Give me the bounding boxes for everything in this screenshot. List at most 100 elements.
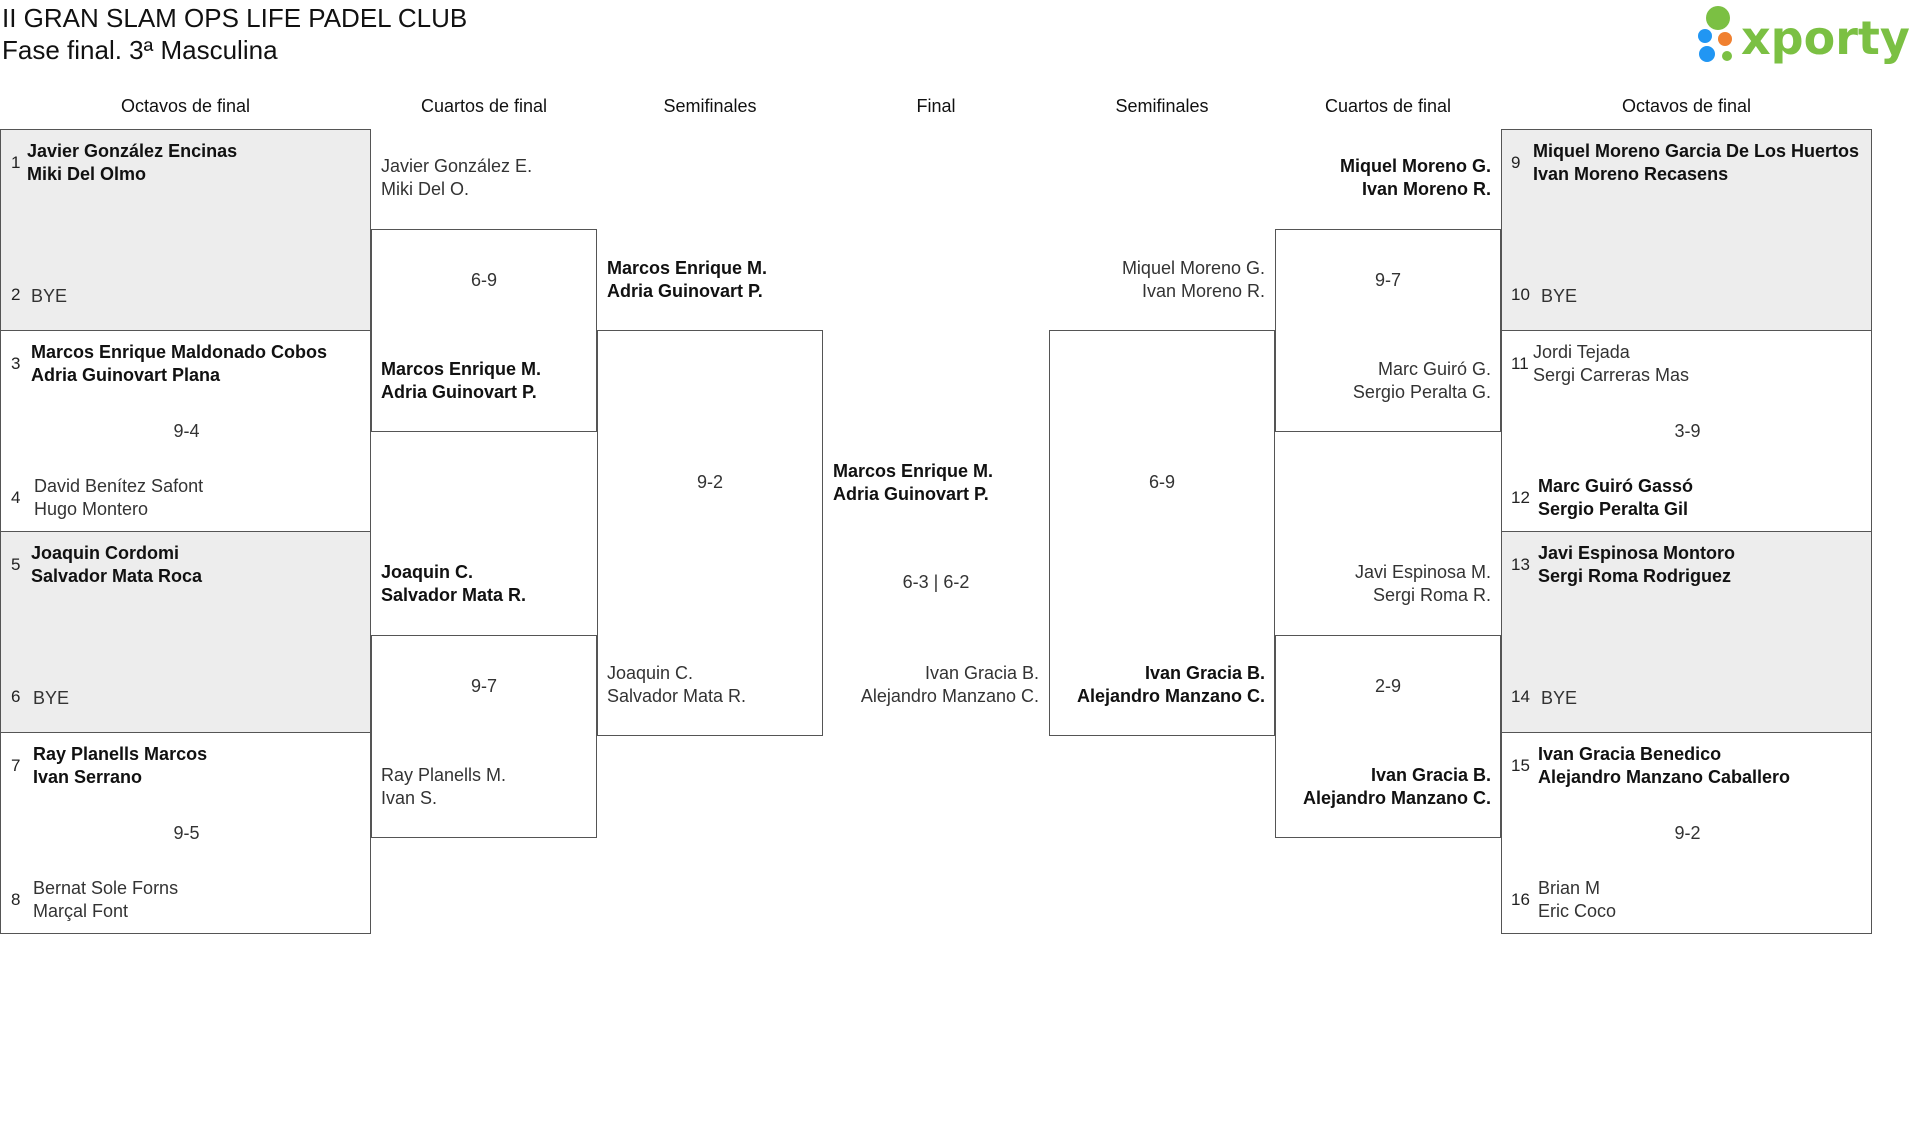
logo-text: xporty xyxy=(1741,11,1910,65)
team-entry: BYE xyxy=(1541,687,1577,710)
match-box-qf-right-1[interactable]: 9-7 xyxy=(1275,229,1501,432)
match-box-qf-right-2[interactable]: 2-9 xyxy=(1275,635,1501,838)
team-entry: Joaquin C. Salvador Mata R. xyxy=(381,561,526,607)
player-name: Jordi Tejada xyxy=(1533,342,1630,362)
player-name: Salvador Mata R. xyxy=(381,585,527,605)
page-title: II GRAN SLAM OPS LIFE PADEL CLUB xyxy=(2,3,468,33)
player-name: Ivan Gracia B. xyxy=(1370,765,1491,785)
seed-number: 14 xyxy=(1511,687,1530,706)
match-score: 3-9 xyxy=(1674,421,1701,441)
match-box-r16-left-1[interactable]: 1 Javier González Encinas Miki Del Olmo … xyxy=(0,129,371,331)
team-entry: Marcos Enrique M. Adria Guinovart P. xyxy=(833,460,993,506)
match-score: 6-9 xyxy=(470,270,497,290)
team-entry: Javi Espinosa Montoro Sergi Roma Rodrigu… xyxy=(1538,542,1872,588)
match-box-r16-right-3[interactable]: 13 Javi Espinosa Montoro Sergi Roma Rodr… xyxy=(1501,531,1872,733)
match-box-r16-right-1[interactable]: 9 Miquel Moreno Garcia De Los Huertos Iv… xyxy=(1501,129,1872,331)
player-name: Alejandro Manzano C. xyxy=(1302,788,1491,808)
seed-number: 6 xyxy=(11,687,21,706)
player-name: Javi Espinosa M. xyxy=(1354,562,1491,582)
seed-number: 11 xyxy=(1511,354,1529,373)
player-name: Ivan Gracia Benedico xyxy=(1538,744,1722,764)
match-box-sf-right[interactable]: 6-9 xyxy=(1049,330,1275,736)
seed-number: 2 xyxy=(11,285,21,304)
match-box-r16-left-2[interactable]: 3 Marcos Enrique Maldonado Cobos Adria G… xyxy=(0,330,371,532)
player-name: Sergio Peralta G. xyxy=(1352,382,1491,402)
team-entry: Javi Espinosa M. Sergi Roma R. xyxy=(1275,561,1491,607)
match-box-sf-left[interactable]: 9-2 xyxy=(597,330,823,736)
team-entry: Bernat Sole Forns Marçal Font xyxy=(33,877,178,923)
team-entry: Miquel Moreno Garcia De Los Huertos Ivan… xyxy=(1533,140,1871,186)
team-entry: Ray Planells M. Ivan S. xyxy=(381,764,506,810)
seed-number: 5 xyxy=(11,555,21,574)
team-entry: Ray Planells Marcos Ivan Serrano xyxy=(33,743,373,789)
seed-number: 3 xyxy=(11,354,21,373)
match-box-r16-right-2[interactable]: 11 Jordi Tejada Sergi Carreras Mas 3-9 1… xyxy=(1501,330,1872,532)
team-entry: Marc Guiró Gassó Sergio Peralta Gil xyxy=(1538,475,1693,521)
player-name: Ray Planells M. xyxy=(381,765,507,785)
match-score: 9-7 xyxy=(470,676,497,696)
player-name: Joaquin C. xyxy=(607,663,694,683)
player-name: Sergi Roma R. xyxy=(1372,585,1491,605)
team-entry: BYE xyxy=(1541,285,1577,308)
player-name: Alejandro Manzano C. xyxy=(860,686,1039,706)
match-box-qf-left-1[interactable]: 6-9 xyxy=(371,229,597,432)
seed-number: 1 xyxy=(11,153,21,172)
player-name: BYE xyxy=(31,286,68,306)
page-subtitle: Fase final. 3ª Masculina xyxy=(2,35,278,65)
player-name: Ivan S. xyxy=(381,788,438,808)
player-name: Sergio Peralta Gil xyxy=(1538,499,1689,519)
player-name: Sergi Carreras Mas xyxy=(1533,365,1690,385)
team-entry: Javier González E. Miki Del O. xyxy=(381,155,532,201)
match-score: 6-9 xyxy=(1148,472,1175,492)
match-box-r16-right-4[interactable]: 15 Ivan Gracia Benedico Alejandro Manzan… xyxy=(1501,732,1872,934)
seed-number: 8 xyxy=(11,890,21,909)
player-name: Miki Del Olmo xyxy=(27,164,147,184)
team-entry: Marcos Enrique Maldonado Cobos Adria Gui… xyxy=(31,341,371,387)
player-name: Ivan Gracia B. xyxy=(1144,663,1265,683)
match-box-r16-left-4[interactable]: 7 Ray Planells Marcos Ivan Serrano 9-5 8… xyxy=(0,732,371,934)
player-name: Alejandro Manzano Caballero xyxy=(1538,767,1791,787)
player-name: Javier González Encinas xyxy=(27,141,238,161)
seed-number: 4 xyxy=(11,488,21,507)
match-score: 9-4 xyxy=(173,421,200,441)
player-name: BYE xyxy=(1541,286,1578,306)
match-box-qf-left-2[interactable]: 9-7 xyxy=(371,635,597,838)
xporty-logo-icon: xporty xyxy=(1698,6,1910,65)
team-entry: Jordi Tejada Sergi Carreras Mas xyxy=(1533,341,1871,387)
player-name: Javi Espinosa Montoro xyxy=(1538,543,1736,563)
seed-number: 10 xyxy=(1511,285,1530,304)
player-name: Adria Guinovart Plana xyxy=(31,365,221,385)
player-name: Ivan Moreno R. xyxy=(1361,179,1491,199)
final-score: 6-3 | 6-2 xyxy=(902,572,970,592)
player-name: BYE xyxy=(1541,688,1578,708)
player-name: Marcos Enrique M. xyxy=(381,359,542,379)
player-name: Salvador Mata Roca xyxy=(31,566,203,586)
player-name: Marcos Enrique Maldonado Cobos xyxy=(31,342,328,362)
xporty-logo[interactable]: xporty xyxy=(1695,4,1920,70)
team-entry: Marcos Enrique M. Adria Guinovart P. xyxy=(381,358,541,404)
player-name: Ray Planells Marcos xyxy=(33,744,208,764)
seed-number: 7 xyxy=(11,756,21,775)
team-entry: David Benítez Safont Hugo Montero xyxy=(34,475,203,521)
seed-number: 9 xyxy=(1511,153,1521,172)
player-name: Eric Coco xyxy=(1538,901,1617,921)
team-entry: Miquel Moreno G. Ivan Moreno R. xyxy=(1275,155,1491,201)
player-name: Adria Guinovart P. xyxy=(381,382,537,402)
team-entry: BYE xyxy=(33,687,69,710)
player-name: Bernat Sole Forns xyxy=(33,878,179,898)
player-name: Miquel Moreno G. xyxy=(1121,258,1265,278)
match-score: 9-7 xyxy=(1374,270,1401,290)
player-name: Marc Guiró G. xyxy=(1377,359,1491,379)
col-head-left-qf: Cuartos de final xyxy=(420,96,548,116)
player-name: Salvador Mata R. xyxy=(607,686,747,706)
player-name: Joaquin Cordomi xyxy=(31,543,179,563)
team-entry: Marcos Enrique M. Adria Guinovart P. xyxy=(607,257,767,303)
player-name: Marc Guiró Gassó xyxy=(1538,476,1694,496)
match-box-r16-left-3[interactable]: 5 Joaquin Cordomi Salvador Mata Roca 6 B… xyxy=(0,531,371,733)
player-name: Brian M xyxy=(1538,878,1601,898)
player-name: Ivan Moreno R. xyxy=(1141,281,1265,301)
col-head-final: Final xyxy=(916,96,956,116)
player-name: Ivan Moreno Recasens xyxy=(1533,164,1729,184)
col-head-right-r16: Octavos de final xyxy=(1621,96,1752,116)
player-name: Marcos Enrique M. xyxy=(833,461,994,481)
